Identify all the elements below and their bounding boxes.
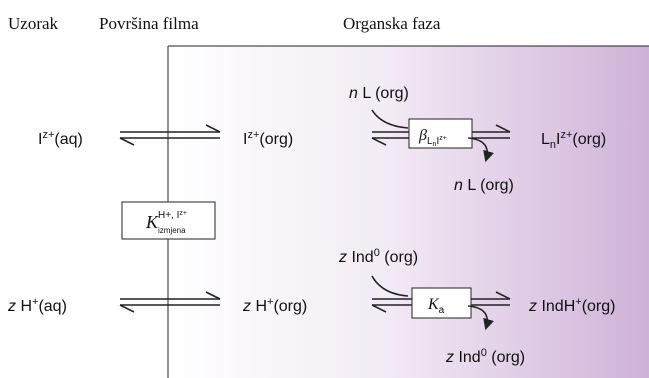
header-organic-phase: Organska faza bbox=[343, 14, 441, 33]
organic-phase-region bbox=[168, 46, 649, 378]
header-film-surface: Površina filma bbox=[99, 14, 199, 33]
indicator-product: z IndH+(org) bbox=[528, 296, 615, 315]
complex-product: LnIz+(org) bbox=[541, 129, 606, 151]
exchange-constant-box bbox=[121, 201, 216, 240]
reagent-ligand-in: n L (org) bbox=[349, 85, 409, 102]
exchange-constant-subscript: izmjena bbox=[158, 226, 186, 235]
reagent-ligand-out: n L (org) bbox=[454, 177, 514, 194]
indicator-inflow-arrow bbox=[371, 275, 409, 297]
indicator-outflow-arrow bbox=[467, 305, 494, 331]
stability-constant-label: βLnIz+ bbox=[418, 127, 447, 148]
equilibrium-arrow-row1-left bbox=[119, 124, 221, 146]
species-proton-org: z H+(org) bbox=[242, 296, 307, 315]
ligand-outflow-arrow bbox=[467, 137, 494, 163]
ligand-inflow-arrow bbox=[371, 109, 409, 129]
acidity-constant-label: Ka bbox=[427, 296, 445, 316]
header-sample: Uzorak bbox=[8, 14, 59, 33]
acidity-constant-box bbox=[411, 287, 472, 319]
reagent-indicator-out: z Ind0 (org) bbox=[445, 347, 525, 366]
equilibrium-arrow-row2-left bbox=[119, 291, 221, 313]
stability-constant-box bbox=[408, 118, 473, 149]
exchange-constant-label: KH+, Iz+ bbox=[145, 210, 187, 232]
species-ion-aq: Iz+(aq) bbox=[38, 129, 83, 148]
species-ion-org: Iz+(org) bbox=[243, 129, 293, 148]
reagent-indicator-in: z Ind0 (org) bbox=[338, 247, 418, 266]
species-proton-aq: z H+(aq) bbox=[7, 296, 67, 315]
